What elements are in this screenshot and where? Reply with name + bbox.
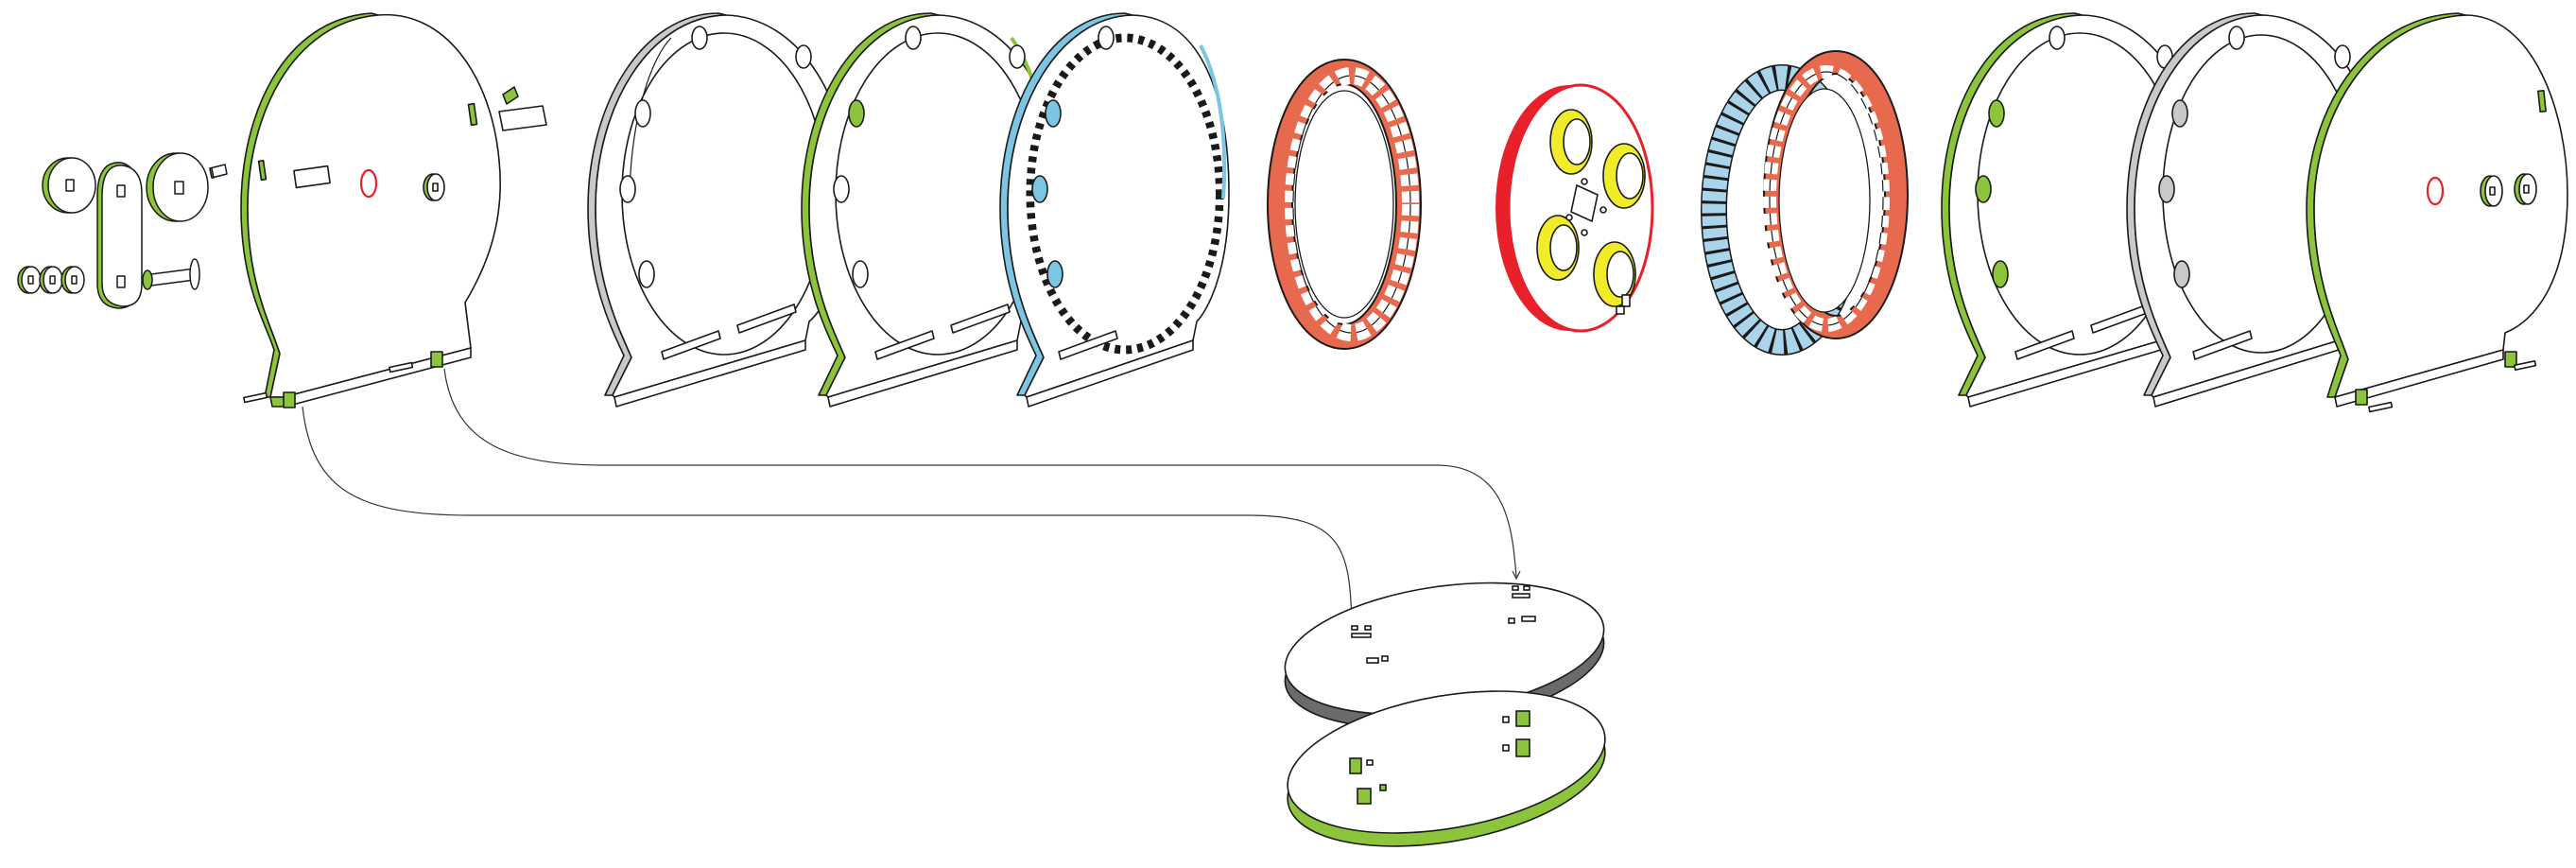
frame-ring-grey-1 [587,12,850,408]
internal-gear-ring [999,12,1230,408]
assembly-guide-lines [302,368,1521,628]
roller-chain-ring [1267,59,1422,350]
bearing-ring [1701,50,1909,356]
hub-with-rollers [1495,83,1654,333]
left-end-plate [240,12,547,408]
right-end-plate [2306,12,2568,413]
base-bottom-disc [1287,690,1606,847]
small-parts-group [17,152,228,309]
